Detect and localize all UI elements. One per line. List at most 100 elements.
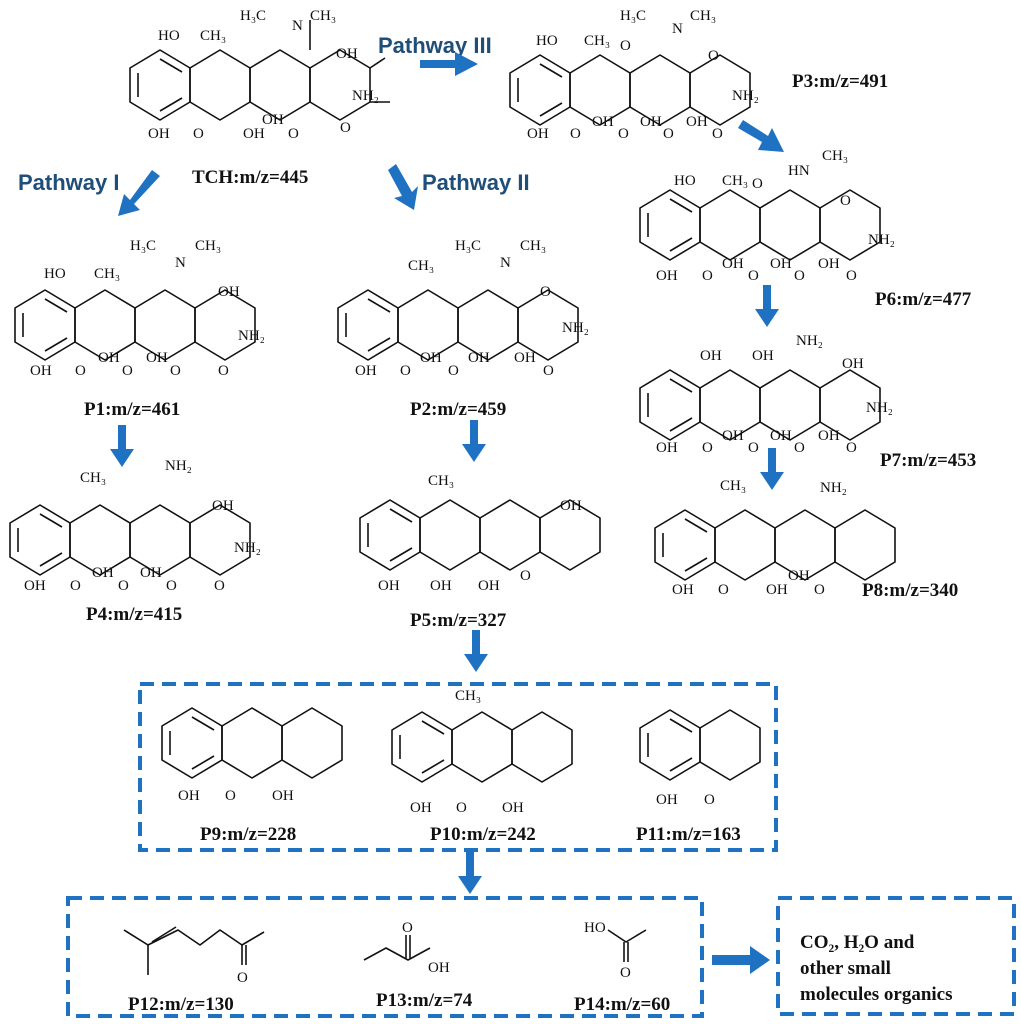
- atom-label: OH: [218, 284, 240, 300]
- atom-label: CH₃: [94, 266, 120, 282]
- atom-label: OH: [788, 568, 810, 584]
- compound-label-p5: P5:m/z=327: [410, 610, 507, 631]
- atom-label: O: [118, 578, 129, 594]
- atom-label: OH: [752, 348, 774, 364]
- compound-tch: HO CH₃ H₃C N CH₃ OH NH₂ O OH O OH OH O T…: [129, 8, 390, 188]
- compound-p3: HO CH₃ H₃C N CH₃ O O NH₂ OH O OH O OH O …: [509, 8, 888, 142]
- compound-label-p4: P4:m/z=415: [86, 604, 182, 625]
- arrow-box1-to-box2: [458, 852, 482, 894]
- atom-label: O: [237, 970, 248, 986]
- atom-label: OH: [468, 350, 490, 366]
- final-products-line-3: molecules organics: [800, 984, 953, 1005]
- compound-label-p2: P2:m/z=459: [410, 399, 506, 420]
- atom-label: OH: [243, 126, 265, 142]
- atom-label: O: [748, 268, 759, 284]
- compound-label-p1: P1:m/z=461: [84, 399, 180, 420]
- final-products-line-1: CO₂, H₂O and: [800, 932, 915, 953]
- compound-p8: CH₃ NH₂ OH O OH OH O P8:m/z=340: [654, 478, 958, 601]
- atom-label: NH₂: [234, 540, 261, 556]
- atom-label: CH₃: [690, 8, 716, 24]
- atom-label: NH₂: [866, 400, 893, 416]
- atom-label: OH: [656, 440, 678, 456]
- atom-label: OH: [262, 112, 284, 128]
- compound-p13: O OH P13:m/z=74: [363, 920, 473, 1011]
- atom-label: N: [500, 255, 511, 271]
- arrow-p3-to-p6: [738, 120, 784, 152]
- compound-label-p6: P6:m/z=477: [875, 289, 972, 310]
- atom-label: CH₃: [584, 33, 610, 49]
- pathway-i-label: Pathway I: [18, 170, 119, 195]
- atom-label: OH: [378, 578, 400, 594]
- compound-p2: CH₃ H₃C N CH₃ O NH₂ OH O OH O OH OH O P2…: [337, 238, 589, 420]
- intermediate-box-2: [66, 896, 704, 1018]
- arrow-p2-to-p5: [462, 420, 486, 462]
- arrow-p1-to-p4: [110, 425, 134, 467]
- compound-p5: CH₃ OH OH OH OH O P5:m/z=327: [359, 473, 601, 631]
- atom-label: OH: [656, 268, 678, 284]
- atom-label: O: [570, 126, 581, 142]
- arrow-pathway-iii: [420, 52, 478, 76]
- atom-label: OH: [92, 565, 114, 581]
- atom-label: CH₃: [200, 28, 226, 44]
- atom-label: OH: [686, 114, 708, 130]
- final-products-box: [776, 896, 1016, 1016]
- atom-label: HN: [788, 163, 810, 179]
- atom-label: OH: [640, 114, 662, 130]
- atom-label: OH: [178, 788, 200, 804]
- atom-label: O: [340, 120, 351, 136]
- atom-label: NH₂: [820, 480, 847, 496]
- compound-p6: HO CH₃ HN CH₃ O O NH₂ OH O OH O OH O OH …: [639, 148, 972, 310]
- atom-label: O: [840, 193, 851, 209]
- compound-p1: HO CH₃ H₃C N CH₃ OH NH₂ OH O OH O OH O O…: [14, 238, 265, 420]
- atom-label: OH: [818, 428, 840, 444]
- atom-label: OH: [272, 788, 294, 804]
- atom-label: O: [794, 440, 805, 456]
- atom-label: OH: [514, 350, 536, 366]
- atom-label: H₃C: [620, 8, 646, 24]
- atom-label: NH₂: [352, 88, 379, 104]
- atom-label: OH: [560, 498, 582, 514]
- atom-label: O: [712, 126, 723, 142]
- atom-label: OH: [722, 256, 744, 272]
- compound-label-p3: P3:m/z=491: [792, 71, 888, 92]
- compound-label-p7: P7:m/z=453: [880, 450, 976, 471]
- atom-label: OH: [98, 350, 120, 366]
- compound-label-p11: P11:m/z=163: [636, 824, 741, 845]
- atom-label: CH₃: [80, 470, 106, 486]
- intermediate-box-1: [138, 682, 778, 852]
- atom-label: O: [748, 440, 759, 456]
- atom-label: OH: [355, 363, 377, 379]
- atom-label: O: [543, 363, 554, 379]
- atom-label: OH: [430, 578, 452, 594]
- atom-label: H₃C: [130, 238, 156, 254]
- atom-label: CH₃: [720, 478, 746, 494]
- atom-label: OH: [24, 578, 46, 594]
- atom-label: O: [663, 126, 674, 142]
- compound-label-p8: P8:m/z=340: [862, 580, 958, 601]
- pathway-iii-label: Pathway III: [378, 33, 492, 58]
- atom-label: O: [166, 578, 177, 594]
- atom-label: O: [718, 582, 729, 598]
- atom-label: HO: [158, 28, 180, 44]
- atom-label: NH₂: [562, 320, 589, 336]
- atom-label: O: [846, 440, 857, 456]
- atom-label: HO: [584, 920, 606, 936]
- compound-p7: OH OH NH₂ OH NH₂ OH O OH O OH O OH O P7:…: [639, 333, 976, 471]
- atom-label: CH₃: [310, 8, 336, 24]
- atom-label: OH: [502, 800, 524, 816]
- atom-label: NH₂: [732, 88, 759, 104]
- atom-label: O: [70, 578, 81, 594]
- atom-label: HO: [674, 173, 696, 189]
- arrow-p5-to-box: [464, 630, 488, 672]
- atom-label: NH₂: [165, 458, 192, 474]
- atom-label: OH: [478, 578, 500, 594]
- atom-label: O: [448, 363, 459, 379]
- atom-label: CH₃: [195, 238, 221, 254]
- atom-label: OH: [410, 800, 432, 816]
- compound-label-tch: TCH:m/z=445: [192, 167, 308, 188]
- atom-label: CH₃: [455, 688, 481, 704]
- atom-label: O: [218, 363, 229, 379]
- atom-label: OH: [700, 348, 722, 364]
- compound-p14: HO O P14:m/z=60: [574, 920, 670, 1015]
